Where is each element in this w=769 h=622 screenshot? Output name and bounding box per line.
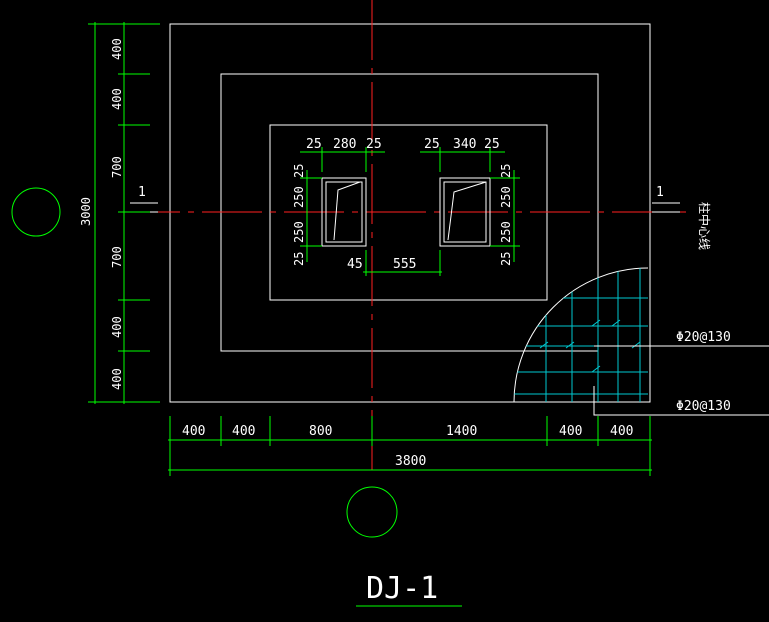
bottom-dim-3: 800	[309, 424, 332, 439]
left-dim-total: 3000	[79, 197, 93, 226]
col-right-side-dim-1: 25	[499, 164, 513, 178]
col-right-side-dim-3: 250	[499, 221, 513, 243]
bottom-dim-5: 400	[559, 424, 582, 439]
col-left-top-dim-2: 280	[333, 137, 356, 152]
column-gap-dim-2: 555	[393, 257, 416, 272]
axis-bubble-bottom	[346, 486, 398, 538]
column-right	[439, 177, 491, 247]
axis-bubble-left	[11, 187, 61, 237]
col-left-side-dim-1: 25	[292, 164, 306, 178]
column-dimension-lines	[300, 147, 520, 276]
left-dim-2: 400	[110, 88, 124, 110]
col-right-top-dim-3: 25	[484, 137, 500, 152]
section-mark-right-label: 1	[656, 185, 664, 200]
section-mark-left	[130, 202, 158, 213]
bottom-dim-4: 1400	[446, 424, 477, 439]
bottom-dimension-lines	[168, 416, 652, 476]
foundation-outer-step	[169, 23, 651, 403]
bottom-dim-6: 400	[610, 424, 633, 439]
column-left	[321, 177, 367, 247]
rebar-label-lower: Φ20@130	[676, 399, 731, 414]
bottom-dim-1: 400	[182, 424, 205, 439]
bottom-dim-2: 400	[232, 424, 255, 439]
column-gap-dim-1: 45	[347, 257, 363, 272]
col-left-side-dim-4: 25	[292, 252, 306, 266]
rebar-label-upper: Φ20@130	[676, 330, 731, 345]
axis-lines	[120, 0, 690, 470]
left-dimension-lines	[88, 22, 160, 404]
col-right-side-dim-2: 250	[499, 186, 513, 208]
axis-note: 柱中心线	[697, 202, 712, 250]
rebar-mesh-detail	[513, 267, 769, 416]
col-left-top-dim-1: 25	[306, 137, 322, 152]
left-dim-4: 700	[110, 246, 124, 268]
col-left-side-dim-3: 250	[292, 221, 306, 243]
section-mark-left-label: 1	[138, 185, 146, 200]
col-left-top-dim-3: 25	[366, 137, 382, 152]
left-dim-3: 700	[110, 156, 124, 178]
bottom-dim-total: 3800	[395, 454, 426, 469]
left-dim-1: 400	[110, 38, 124, 60]
drawing-title: DJ-1	[366, 571, 438, 606]
left-dim-6: 400	[110, 368, 124, 390]
col-right-top-dim-2: 340	[453, 137, 476, 152]
left-dim-5: 400	[110, 316, 124, 338]
col-left-side-dim-2: 250	[292, 186, 306, 208]
col-right-top-dim-1: 25	[424, 137, 440, 152]
section-mark-right	[652, 202, 680, 213]
col-right-side-dim-4: 25	[499, 252, 513, 266]
